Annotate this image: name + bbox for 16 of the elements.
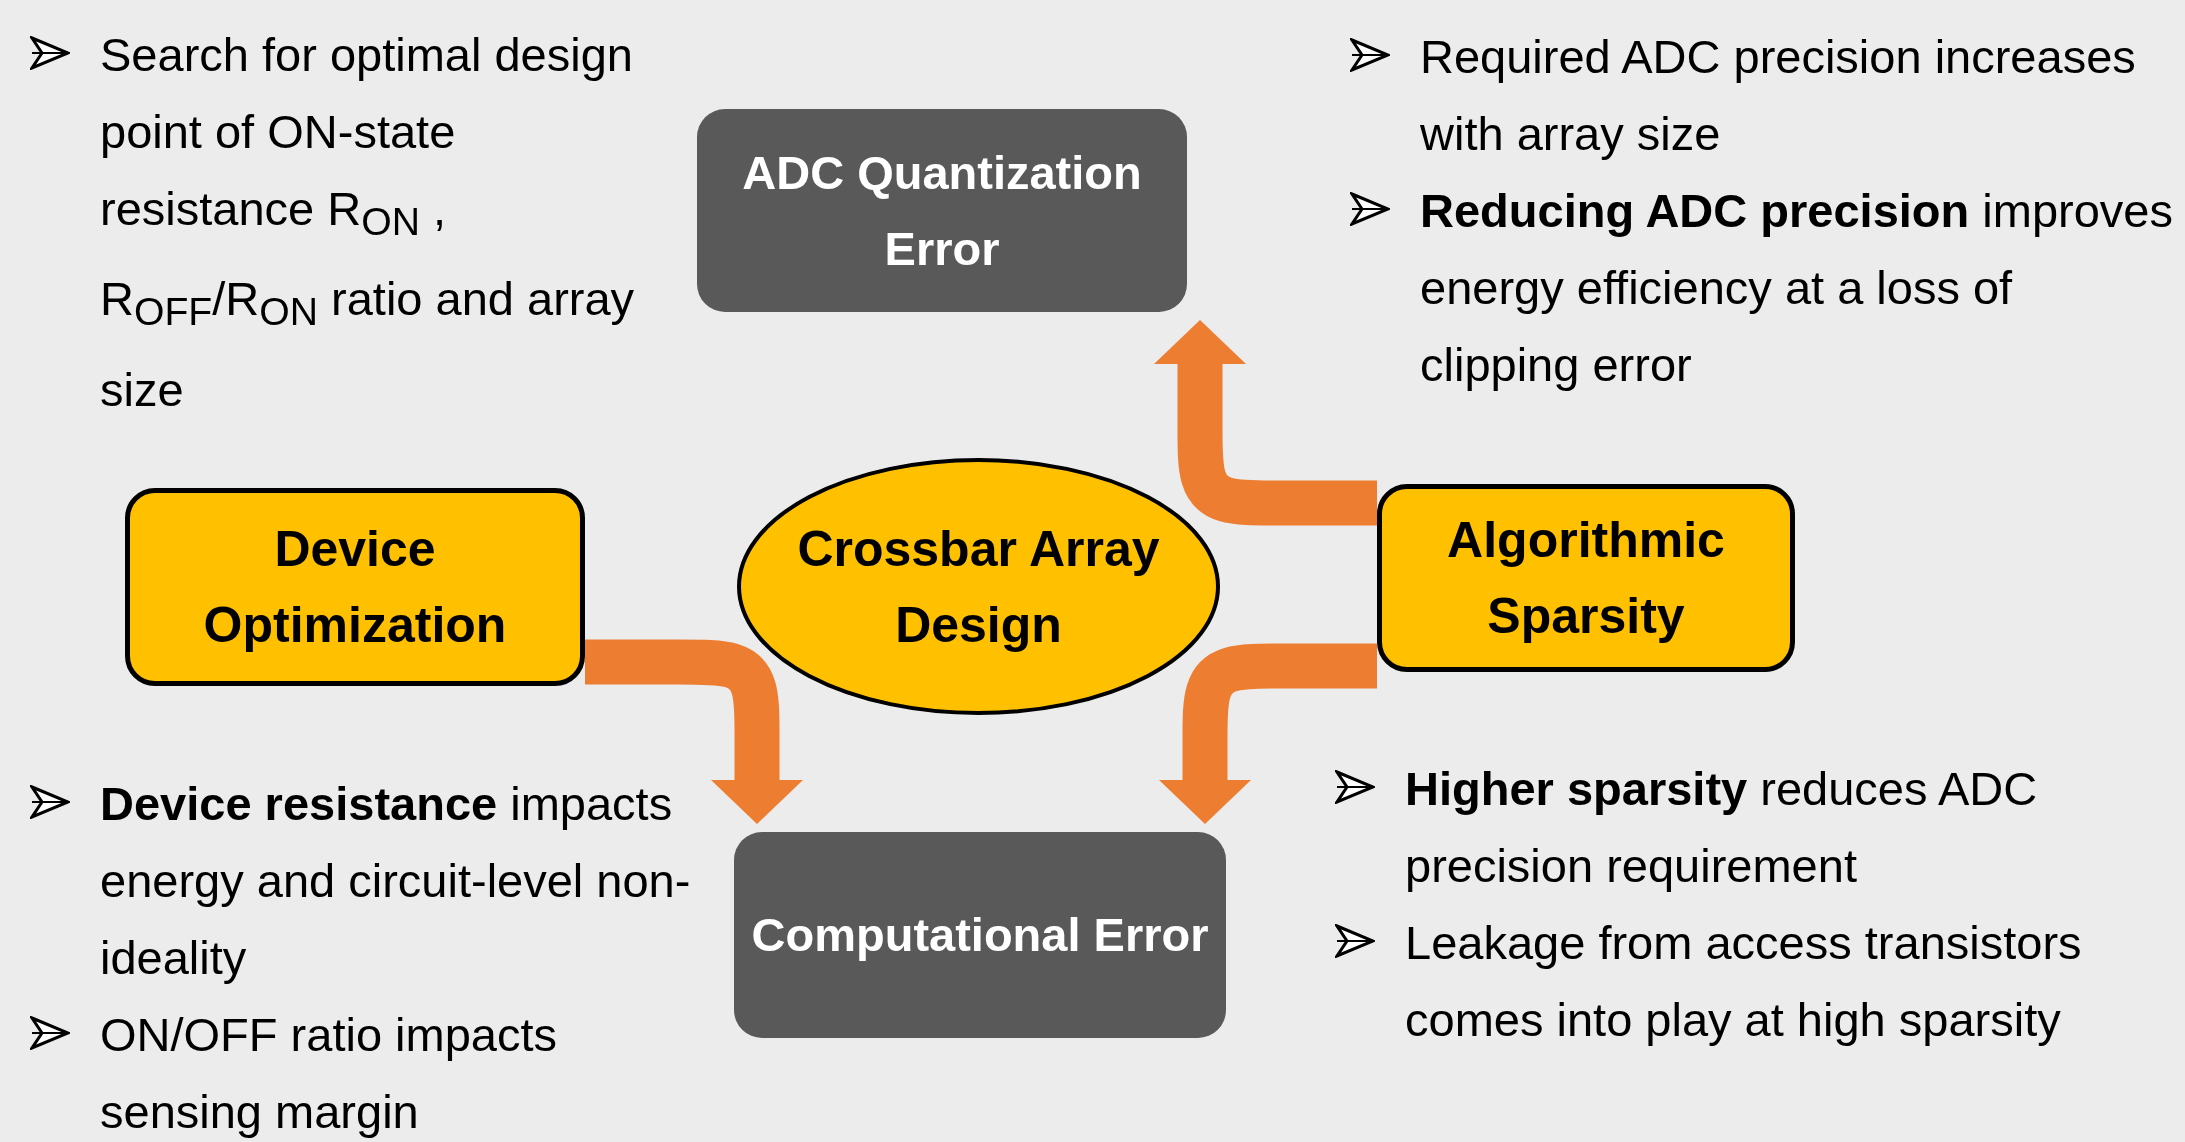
process-box: [125, 488, 585, 686]
node-label: ADC Quantization Error: [741, 144, 1143, 277]
node-label: Algorithmic Sparsity: [1446, 511, 1726, 646]
node-label: Crossbar Array Design: [796, 519, 1161, 655]
bullet-text: Device resistance impacts energy and circuit-level non-ideality: [100, 776, 692, 986]
error-box: [734, 832, 1226, 1038]
bullet-text: Reducing ADC precision improves energy efficiency at a loss of clipping error: [1420, 183, 2174, 393]
bullet-text: ON/OFF ratio impacts sensing margin: [100, 1007, 558, 1140]
process-box: [1377, 484, 1795, 672]
design-ellipse: [736, 457, 1221, 716]
bullet-text: Leakage from access transistors comes into play at high sparsity: [1405, 915, 2083, 1048]
node-label: Device Optimization: [202, 520, 508, 655]
node-label: Computational Error: [751, 907, 1209, 963]
bullet-text: Higher sparsity reduces ADC precision requirement: [1405, 761, 2039, 894]
bullet-text: Search for optimal design point of ON-state resistance R$_{ON}$ , R$_{OFF}$/R$_{ON}$ ratio and array size: [100, 27, 636, 418]
error-box: [697, 109, 1187, 312]
